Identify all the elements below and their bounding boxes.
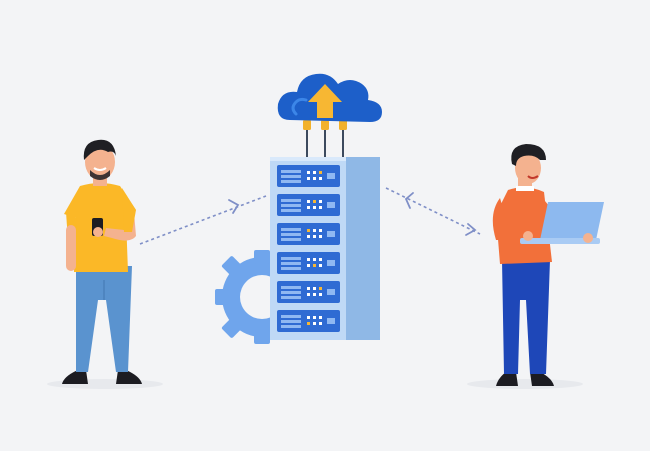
- laptop-icon: [520, 202, 604, 244]
- server-unit: [277, 252, 340, 274]
- right-person-shadow: [467, 379, 583, 389]
- server-unit: [277, 194, 340, 216]
- server-units: [277, 165, 340, 332]
- right-shoe-right: [530, 372, 554, 386]
- connection-lines: [139, 187, 481, 245]
- server-rack-front: [270, 157, 346, 340]
- server-rack-icon: [270, 157, 380, 340]
- arrowhead-left-icon: [228, 199, 240, 214]
- right-shirt: [496, 187, 552, 264]
- server-unit: [277, 281, 340, 303]
- person-with-phone: [62, 139, 142, 384]
- connection-line-left: [139, 195, 267, 245]
- arrowhead-right-icon: [404, 192, 414, 209]
- connection-line-right: [385, 187, 481, 235]
- right-pants: [502, 260, 550, 374]
- connection-arrowheads: [228, 192, 477, 236]
- cloud-upload-icon: [277, 73, 382, 122]
- server-unit: [277, 223, 340, 245]
- person-with-laptop: [492, 144, 604, 386]
- right-shoe-left: [496, 372, 518, 386]
- upload-arrow-icon: [308, 84, 342, 118]
- right-hair: [511, 144, 546, 166]
- left-jeans: [76, 266, 132, 372]
- arrowhead-right-end-icon: [465, 223, 477, 236]
- server-rack-side: [342, 157, 380, 340]
- left-shoe-left: [62, 370, 88, 384]
- left-shoe-right: [116, 370, 142, 384]
- cable-connectors: [303, 120, 347, 130]
- server-unit: [277, 310, 340, 332]
- left-hair: [83, 139, 116, 160]
- server-unit: [277, 165, 340, 187]
